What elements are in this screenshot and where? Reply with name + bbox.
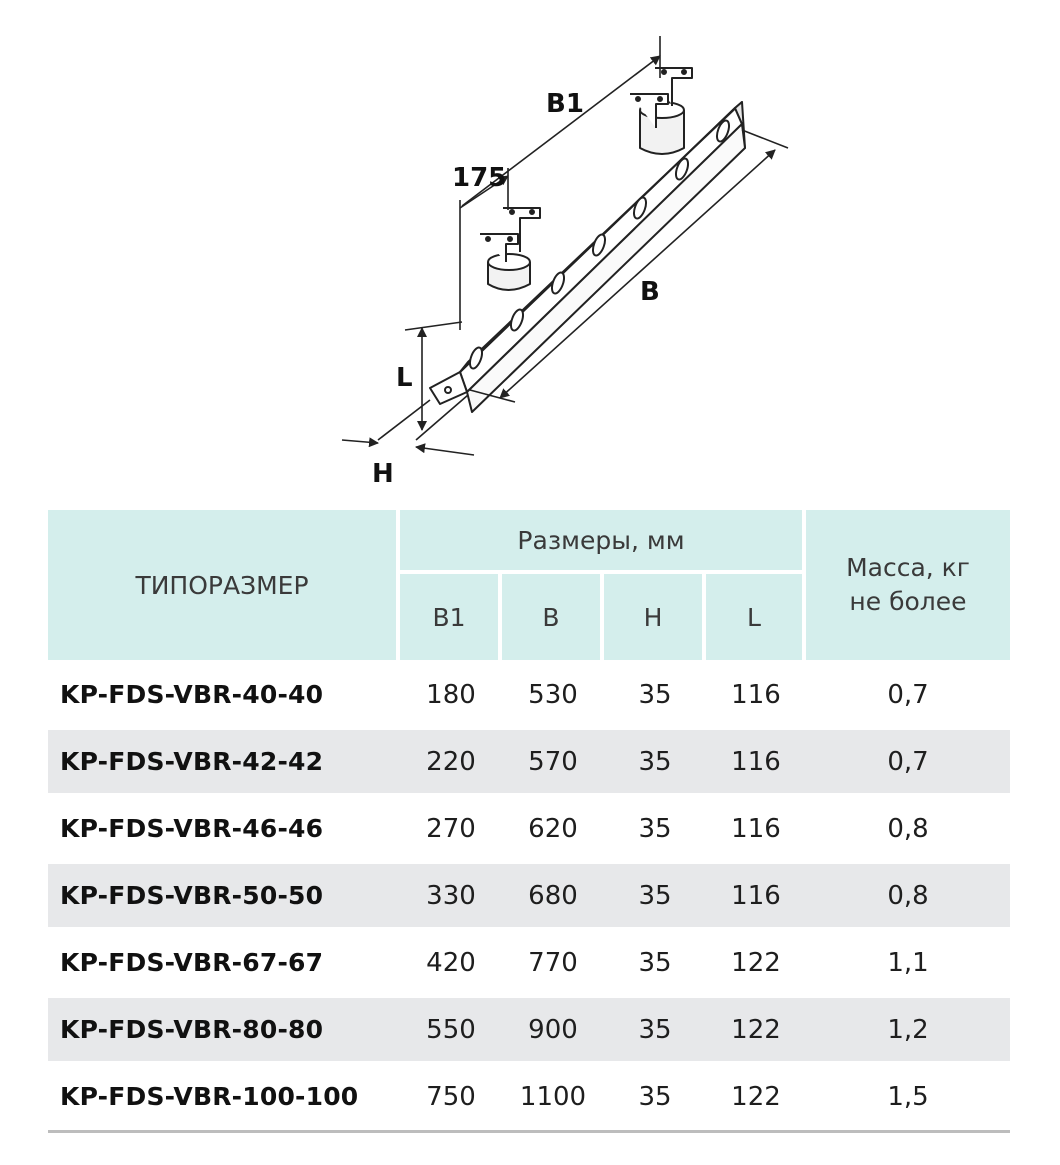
- label-175: 175: [452, 163, 506, 193]
- support-right: [630, 67, 693, 155]
- cell-l: 116: [731, 813, 781, 844]
- table-row: KP-FDS-VBR-100-100 750 1100 35 122 1,5: [48, 1065, 1010, 1128]
- table-row: KP-FDS-VBR-67-67 420 770 35 122 1,1: [48, 931, 1010, 994]
- cell-b: 680: [528, 880, 578, 911]
- cell-b1: 550: [426, 1014, 476, 1045]
- cell-l: 122: [731, 1081, 781, 1112]
- cell-mass: 1,5: [887, 1081, 929, 1112]
- label-l: L: [396, 363, 413, 393]
- cell-b1: 330: [426, 880, 476, 911]
- header-col-b1: B1: [400, 574, 498, 660]
- cell-mass: 0,7: [887, 679, 929, 710]
- cell-mass: 1,1: [887, 947, 929, 978]
- cell-h: 35: [638, 813, 672, 844]
- table-row: KP-FDS-VBR-46-46 270 620 35 116 0,8: [48, 797, 1010, 860]
- cell-b: 1100: [519, 1081, 587, 1112]
- cell-b: 620: [528, 813, 578, 844]
- cell-b1: 750: [426, 1081, 476, 1112]
- header-type: ТИПОРАЗМЕР: [48, 510, 396, 660]
- cell-b1: 420: [426, 947, 476, 978]
- cell-b1: 220: [426, 746, 476, 777]
- cell-l: 116: [731, 746, 781, 777]
- cell-l: 116: [731, 679, 781, 710]
- cell-b1: 180: [426, 679, 476, 710]
- header-dimensions: Размеры, мм: [400, 510, 802, 570]
- table-row: KP-FDS-VBR-80-80 550 900 35 122 1,2: [48, 998, 1010, 1061]
- cell-h: 35: [638, 1081, 672, 1112]
- support-left: [480, 207, 541, 291]
- cell-name: KP-FDS-VBR-50-50: [60, 881, 324, 910]
- header-col-l: L: [706, 574, 802, 660]
- header-mass: Масса, кг не более: [806, 510, 1010, 660]
- label-h: H: [372, 459, 394, 489]
- cell-h: 35: [638, 947, 672, 978]
- cell-h: 35: [638, 746, 672, 777]
- table-bottom-rule: [48, 1130, 1010, 1133]
- cell-b: 770: [528, 947, 578, 978]
- bracket-drawing: B1 175 B L H: [341, 36, 789, 489]
- cell-mass: 0,7: [887, 746, 929, 777]
- label-b: B: [640, 277, 660, 307]
- table-row: KP-FDS-VBR-40-40 180 530 35 116 0,7: [48, 663, 1010, 726]
- header-mass-line1: Масса, кг: [846, 553, 970, 582]
- cell-name: KP-FDS-VBR-100-100: [60, 1082, 359, 1111]
- cell-l: 116: [731, 880, 781, 911]
- header-mass-line2: не более: [849, 587, 967, 616]
- cell-h: 35: [638, 880, 672, 911]
- cell-l: 122: [731, 947, 781, 978]
- header-col-b: B: [502, 574, 600, 660]
- cell-h: 35: [638, 1014, 672, 1045]
- cell-name: KP-FDS-VBR-80-80: [60, 1015, 324, 1044]
- table-row: KP-FDS-VBR-50-50 330 680 35 116 0,8: [48, 864, 1010, 927]
- cell-mass: 0,8: [887, 813, 929, 844]
- cell-h: 35: [638, 679, 672, 710]
- cell-mass: 0,8: [887, 880, 929, 911]
- table-row: KP-FDS-VBR-42-42 220 570 35 116 0,7: [48, 730, 1010, 793]
- cell-mass: 1,2: [887, 1014, 929, 1045]
- cell-name: KP-FDS-VBR-46-46: [60, 814, 324, 843]
- cell-b: 900: [528, 1014, 578, 1045]
- cell-name: KP-FDS-VBR-42-42: [60, 747, 324, 776]
- cell-name: KP-FDS-VBR-40-40: [60, 680, 324, 709]
- cell-b: 570: [528, 746, 578, 777]
- header-col-h: H: [604, 574, 702, 660]
- cell-b1: 270: [426, 813, 476, 844]
- label-b1: B1: [546, 89, 584, 119]
- cell-name: KP-FDS-VBR-67-67: [60, 948, 324, 977]
- cell-l: 122: [731, 1014, 781, 1045]
- cell-b: 530: [528, 679, 578, 710]
